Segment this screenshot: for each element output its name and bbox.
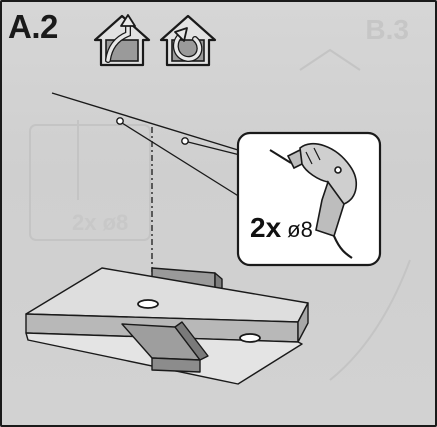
house-recirculation-icon — [159, 14, 217, 67]
ceiling-line — [51, 92, 239, 151]
drill-hole-left — [116, 117, 124, 125]
drill-diameter: ø8 — [287, 217, 313, 242]
drill-icon — [269, 142, 357, 259]
ghost-illustration — [29, 48, 411, 381]
range-hood — [25, 267, 309, 385]
leader-line — [121, 122, 241, 198]
ghost-quantity: 2x ø8 — [72, 210, 129, 235]
step-label: A.2 — [8, 8, 58, 45]
ghost-step-label: B.3 — [365, 14, 409, 45]
house-exhaust-icon — [93, 14, 151, 67]
drill-hole-right — [181, 137, 189, 145]
screw-count: 2x — [250, 212, 282, 243]
leader-line — [187, 141, 241, 156]
